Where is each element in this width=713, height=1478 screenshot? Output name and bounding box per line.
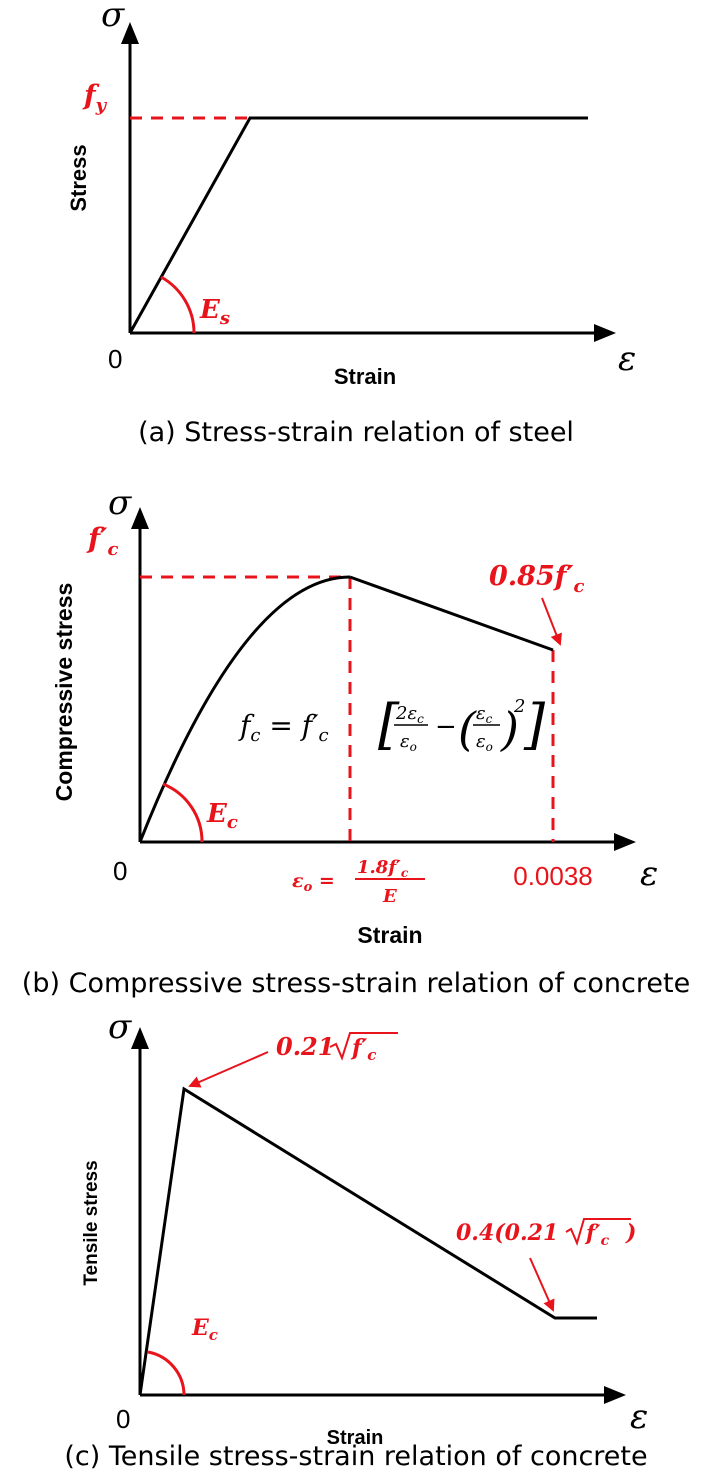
eps-o-denominator: E xyxy=(382,886,397,907)
tensile-stress-strain-curve xyxy=(138,1086,597,1396)
y-axis-arrowhead xyxy=(131,1027,149,1049)
ec-label: Ec xyxy=(191,1315,218,1344)
peak-pointer-arrow xyxy=(188,1051,269,1088)
panel-b-compressive-concrete: σ ε 0 Compressive stress Strain f′c 0.85… xyxy=(22,483,690,999)
origin-label: 0 xyxy=(108,344,122,374)
residual-pointer-arrow xyxy=(541,597,562,646)
es-label: Es xyxy=(199,295,230,329)
residual-suffix: ) xyxy=(625,1220,636,1246)
y-axis-label: Compressive stress xyxy=(51,583,77,802)
residual-sqrt-symbol xyxy=(565,1218,631,1246)
eps-o-numerator: 1.8f′c xyxy=(357,857,409,880)
peak-sqrt-symbol xyxy=(329,1032,398,1061)
eq-lhs: fc = f′c xyxy=(238,709,329,746)
x-axis-arrowhead xyxy=(614,833,636,851)
modulus-arc xyxy=(147,1350,186,1396)
residual-prefix: 0.4(0.21 xyxy=(456,1220,558,1246)
residual-strength-label: 0.85f′c xyxy=(489,561,585,597)
peak-root: f′c xyxy=(350,1035,376,1064)
caption-b: (b) Compressive stress-strain relation o… xyxy=(22,968,690,999)
y-axis-label: Tensile stress xyxy=(81,1160,102,1285)
origin-label: 0 xyxy=(113,856,127,886)
fy-label: fy xyxy=(82,80,108,116)
eq-frac2-num: εc xyxy=(476,703,493,726)
fc-label: f′c xyxy=(86,522,118,560)
x-axis-arrowhead xyxy=(604,1386,626,1404)
eq-power: 2 xyxy=(513,696,525,717)
peak-coefficient: 0.21 xyxy=(276,1032,334,1061)
eq-left-bracket: [ xyxy=(378,693,400,756)
modulus-arc xyxy=(162,782,204,843)
residual-pointer-arrow xyxy=(529,1257,555,1312)
residual-tensile-label: 0.4(0.21 f′c ) xyxy=(456,1218,636,1249)
x-axis-label: Strain xyxy=(327,1427,384,1449)
panel-c-tensile-concrete: σ ε 0 Tensile stress Strain 0.21 f′c 0.4… xyxy=(64,1007,648,1472)
eq-right-bracket: ] xyxy=(523,693,546,756)
caption-c: (c) Tensile stress-strain relation of co… xyxy=(64,1441,647,1472)
y-axis-label: Stress xyxy=(66,144,91,211)
x-axis-arrowhead xyxy=(594,324,616,342)
panel-a-steel: σ ε 0 Stress Strain fy Es (a) Stress-str… xyxy=(66,0,636,448)
eq-right-paren: ) xyxy=(500,702,519,756)
tensile-strength-label: 0.21 f′c xyxy=(276,1032,398,1064)
eq-left-paren: ( xyxy=(458,702,477,756)
eq-frac1-num: 2εc xyxy=(395,703,424,726)
hognestad-equation: fc = f′c [ 2εc εo − ( εc εo ) 2 ] xyxy=(238,693,546,756)
sigma-symbol: σ xyxy=(108,483,132,523)
eq-frac1-den: εo xyxy=(400,731,417,754)
eq-frac2-den: εo xyxy=(476,731,493,754)
residual-root: f′c xyxy=(584,1220,610,1249)
ec-label: Ec xyxy=(206,799,238,833)
linear-descending-branch xyxy=(349,575,554,652)
x-axis-label: Strain xyxy=(357,922,422,948)
y-axis-arrowhead xyxy=(121,22,139,44)
epsilon-symbol: ε xyxy=(618,339,636,379)
origin-label: 0 xyxy=(116,1404,130,1434)
x-axis-label: Strain xyxy=(334,364,396,389)
eps-o-symbol: εo = xyxy=(292,870,335,895)
eps-o-expression: εo = 1.8f′c E xyxy=(292,857,425,907)
eq-minus: − xyxy=(435,712,457,742)
y-axis-arrowhead xyxy=(131,507,149,529)
sigma-symbol: σ xyxy=(101,0,125,35)
hognestad-parabola-curve xyxy=(138,575,351,843)
ultimate-strain-label: 0.0038 xyxy=(513,861,593,891)
epsilon-symbol: ε xyxy=(630,1397,648,1437)
modulus-arc xyxy=(160,275,196,334)
caption-a: (a) Stress-strain relation of steel xyxy=(138,417,574,448)
sigma-symbol: σ xyxy=(108,1007,132,1047)
epsilon-symbol: ε xyxy=(640,854,658,894)
steel-stress-strain-curve xyxy=(128,116,588,334)
